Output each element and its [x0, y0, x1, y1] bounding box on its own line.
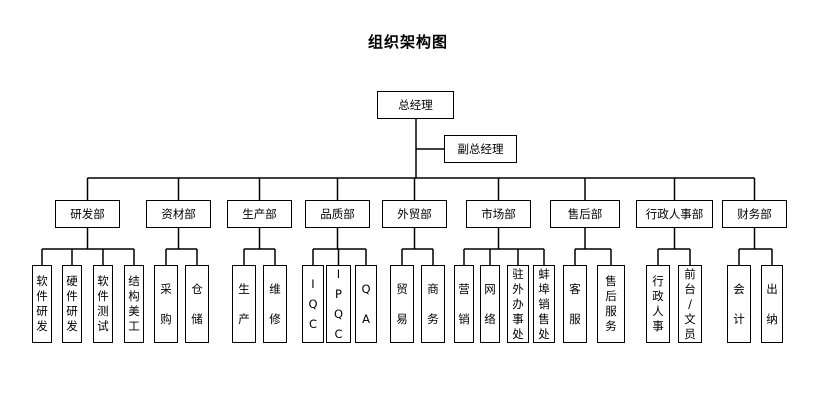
team-node: 软件研发: [32, 265, 52, 343]
department-label: 售后部: [567, 207, 603, 221]
team-node: 前台/文员: [678, 265, 702, 343]
department-label: 研发部: [70, 207, 105, 221]
department-label: 外贸部: [397, 207, 432, 221]
team-label: 会计: [733, 282, 745, 326]
team-label: 驻外: [512, 266, 524, 296]
root-label: 总经理: [398, 98, 433, 112]
team-node: 维修: [263, 265, 287, 343]
deputy-label: 副总经理: [457, 142, 504, 156]
team-label: 人事: [652, 304, 664, 333]
team-label: 售后: [605, 274, 617, 303]
team-label: 测试: [97, 304, 109, 333]
team-node: 仓储: [185, 265, 209, 343]
department-label: 生产部: [242, 207, 277, 221]
team-label: 前台: [684, 266, 696, 296]
team-label: 客服: [569, 282, 581, 326]
team-label: 营销: [458, 282, 470, 326]
team-label: 出纳: [766, 282, 778, 326]
team-label: 研发: [36, 304, 48, 333]
deputy-node: 副总经理: [444, 135, 517, 163]
team-label: 行政: [652, 274, 664, 303]
team-node: 出纳: [761, 265, 783, 343]
team-label: 商务: [427, 282, 439, 326]
department-node: 售后部: [550, 200, 620, 228]
department-label: 财务部: [737, 207, 772, 221]
department-node: 研发部: [55, 200, 120, 228]
department-node: 资材部: [146, 200, 211, 228]
team-node: 生产: [232, 265, 256, 343]
department-node: 财务部: [722, 200, 787, 228]
team-label: 维修: [269, 282, 281, 326]
department-label: 品质部: [320, 207, 355, 221]
team-label: 销售处: [538, 296, 550, 341]
department-node: 品质部: [305, 200, 370, 228]
team-label: 仓储: [191, 282, 203, 326]
team-node: 软件测试: [93, 265, 113, 343]
team-label: 硬件: [66, 274, 78, 303]
department-label: 市场部: [481, 207, 516, 221]
team-label: /文员: [684, 296, 696, 341]
department-label: 资材部: [161, 207, 196, 221]
team-node: 蚌埠销售处: [533, 265, 555, 343]
team-label: 采购: [160, 282, 172, 326]
department-node: 市场部: [466, 200, 531, 228]
root-node: 总经理: [377, 91, 454, 119]
department-node: 行政人事部: [636, 200, 713, 228]
team-node: 结构美工: [124, 265, 144, 343]
team-label: 网络: [484, 282, 496, 326]
team-label: 生产: [238, 282, 250, 326]
team-node: 网络: [480, 265, 500, 343]
team-label: 办事处: [512, 296, 524, 341]
team-label: 贸易: [396, 282, 408, 326]
team-label: 服务: [605, 304, 617, 333]
team-node: 售后服务: [597, 265, 625, 343]
team-label: 软件: [97, 274, 109, 303]
department-label: 行政人事部: [645, 207, 704, 221]
team-node: 营销: [454, 265, 474, 343]
team-label: 软件: [36, 274, 48, 303]
team-label: 美工: [128, 304, 140, 333]
team-label: 研发: [66, 304, 78, 333]
department-node: 生产部: [227, 200, 292, 228]
team-label: 结构: [128, 274, 140, 303]
team-node: 行政人事: [646, 265, 670, 343]
team-node: 硬件研发: [62, 265, 82, 343]
team-node: 客服: [563, 265, 587, 343]
team-node: 商务: [421, 265, 445, 343]
team-node: 驻外办事处: [507, 265, 529, 343]
department-node: 外贸部: [382, 200, 447, 228]
team-node: 会计: [727, 265, 751, 343]
chart-title: 组织架构图: [367, 33, 448, 51]
team-label: 蚌埠: [538, 266, 550, 296]
team-node: 贸易: [390, 265, 414, 343]
team-node: 采购: [154, 265, 178, 343]
